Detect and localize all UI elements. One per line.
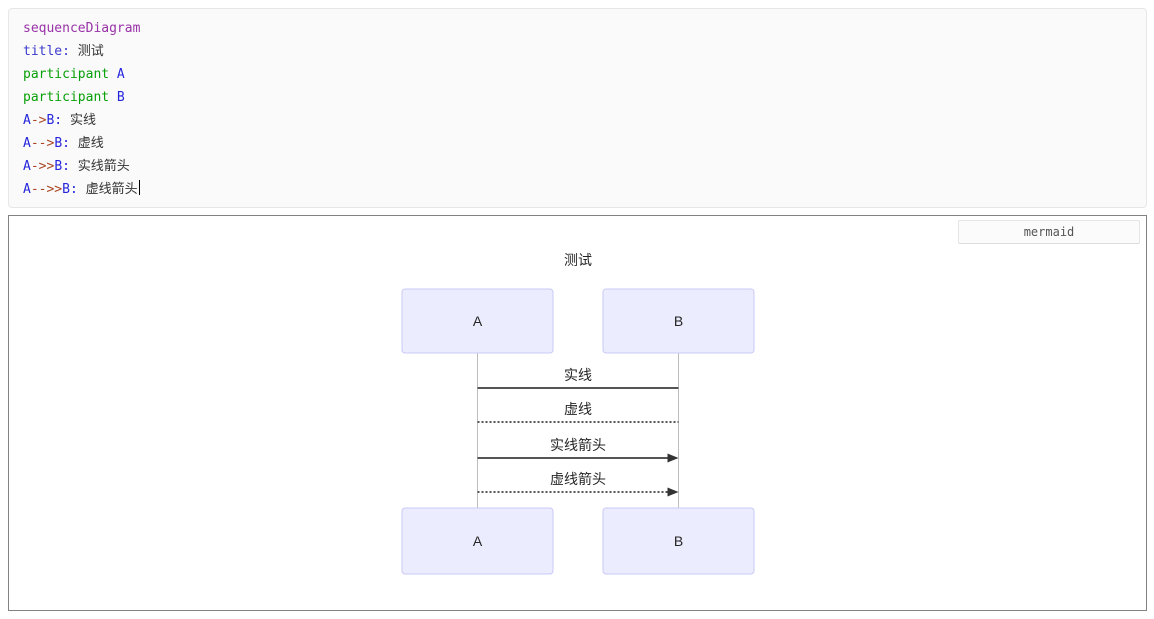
code-line[interactable]: A-->B: 虚线 bbox=[23, 132, 1132, 155]
code-line[interactable]: title: 测试 bbox=[23, 40, 1132, 63]
code-token-entity: B: bbox=[62, 182, 78, 197]
code-token-entity: A bbox=[23, 159, 31, 174]
code-token-entity: B: bbox=[46, 113, 63, 128]
code-token-title: title: bbox=[23, 44, 78, 59]
code-line[interactable]: sequenceDiagram bbox=[23, 17, 1132, 40]
code-token-plain: 虚线 bbox=[69, 136, 104, 151]
code-token-participant: participant bbox=[23, 67, 117, 82]
code-token-entity: A bbox=[23, 113, 31, 128]
diagram-panel[interactable]: mermaid 测试 A B 实线虚线实线箭头虚线箭头 A B bbox=[8, 215, 1147, 611]
participant-box bbox=[401, 288, 554, 354]
code-token-operator: -->> bbox=[30, 182, 63, 197]
language-badge[interactable]: mermaid bbox=[958, 220, 1140, 244]
participant-box bbox=[602, 288, 755, 354]
code-token-entity: A bbox=[23, 182, 31, 197]
message-label: 虚线箭头 bbox=[550, 471, 606, 487]
code-token-operator: --> bbox=[30, 136, 55, 151]
code-token-participant: participant bbox=[23, 90, 117, 105]
actor-b-top: B bbox=[602, 288, 755, 354]
message-label: 实线 bbox=[564, 367, 592, 383]
code-token-keyword: sequenceDiagram bbox=[23, 21, 141, 36]
code-token-entity: A bbox=[116, 67, 125, 82]
code-token-operator: ->> bbox=[30, 159, 55, 174]
code-line[interactable]: A->B: 实线 bbox=[23, 109, 1132, 132]
participant-box bbox=[401, 507, 554, 575]
message-label: 实线箭头 bbox=[550, 437, 606, 453]
code-line[interactable]: A-->>B: 虚线箭头 bbox=[23, 178, 1132, 201]
actor-a-bottom: A bbox=[401, 507, 554, 575]
code-token-operator: -> bbox=[30, 113, 47, 128]
code-line[interactable]: participant B bbox=[23, 86, 1132, 109]
actor-b-bottom: B bbox=[602, 507, 755, 575]
code-line[interactable]: participant A bbox=[23, 63, 1132, 86]
participant-label: A bbox=[473, 533, 483, 549]
code-token-entity: B: bbox=[54, 159, 70, 174]
arrowhead-icon bbox=[667, 487, 679, 497]
arrowhead-icon bbox=[667, 453, 679, 463]
diagram-title: 测试 bbox=[564, 252, 592, 268]
participant-label: B bbox=[674, 533, 683, 549]
message-label: 虚线 bbox=[564, 401, 592, 417]
participant-box bbox=[602, 507, 755, 575]
participant-label: B bbox=[674, 313, 683, 329]
actor-a-top: A bbox=[401, 288, 554, 354]
code-token-entity: B: bbox=[54, 136, 70, 151]
participant-label: A bbox=[473, 313, 483, 329]
code-token-plain: 测试 bbox=[77, 44, 104, 59]
code-token-entity: B bbox=[116, 90, 125, 105]
code-token-plain: 实线 bbox=[62, 113, 96, 128]
text-cursor bbox=[138, 180, 140, 195]
code-token-plain: 虚线箭头 bbox=[77, 182, 138, 197]
code-token-entity: A bbox=[23, 136, 31, 151]
code-token-plain: 实线箭头 bbox=[69, 159, 130, 174]
code-line[interactable]: A->>B: 实线箭头 bbox=[23, 155, 1132, 178]
